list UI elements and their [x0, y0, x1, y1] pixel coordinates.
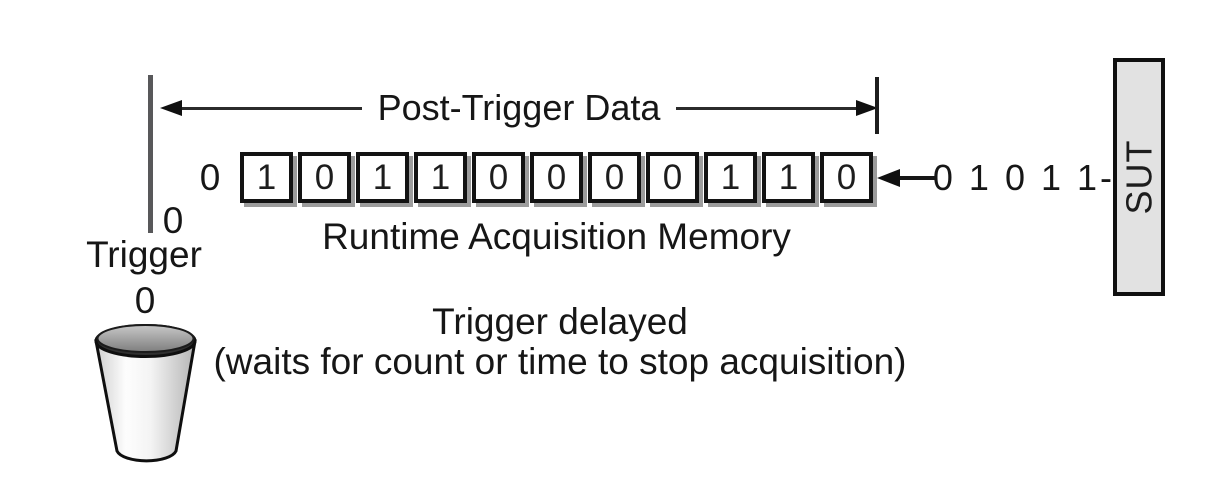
trigger-point-line — [148, 75, 153, 233]
post-trigger-left-arrow-icon — [160, 100, 362, 116]
post-trigger-label: Post-Trigger Data — [377, 87, 661, 128]
incoming-stream-bits: 0 1 0 1 1- — [932, 157, 1115, 198]
memory-cell: 0 — [472, 152, 525, 203]
pre-cell-bit: 0 — [199, 157, 221, 198]
memory-cell: 0 — [298, 152, 351, 203]
caption-line-1: Trigger delayed — [432, 301, 688, 342]
memory-cell: 0 — [588, 152, 641, 203]
trigger-label: Trigger — [86, 234, 202, 275]
post-trigger-span: Post-Trigger Data — [160, 87, 879, 128]
memory-cell: 0 — [530, 152, 583, 203]
caption: Trigger delayed (waits for count or time… — [190, 302, 930, 382]
memory-cell: 1 — [704, 152, 757, 203]
sut-label: SUT — [1118, 139, 1159, 215]
arrowhead-left-icon — [877, 169, 900, 187]
memory-cell: 1 — [240, 152, 293, 203]
memory-cell: 0 — [820, 152, 873, 203]
caption-line-2: (waits for count or time to stop acquisi… — [213, 341, 907, 382]
post-trigger-end-tick — [875, 77, 879, 134]
memory-cell: 1 — [762, 152, 815, 203]
arrowhead-left-icon — [160, 100, 182, 116]
memory-cell: 1 — [356, 152, 409, 203]
arrowhead-right-icon — [856, 100, 879, 116]
arrow-shaft — [900, 176, 935, 180]
post-trigger-right-arrow-icon — [676, 100, 879, 116]
memory-label: Runtime Acquisition Memory — [322, 216, 791, 257]
trigger-bit-upper: 0 — [162, 200, 184, 241]
arrow-shaft — [676, 106, 857, 110]
memory-cell: 1 — [414, 152, 467, 203]
discard-bucket-icon — [94, 324, 197, 463]
sut-box: SUT — [1113, 58, 1165, 296]
incoming-stream-arrow-icon — [877, 161, 935, 195]
arrow-shaft — [182, 106, 362, 110]
trigger-dropped-bit: 0 — [134, 280, 156, 321]
memory-cell: 0 — [646, 152, 699, 203]
